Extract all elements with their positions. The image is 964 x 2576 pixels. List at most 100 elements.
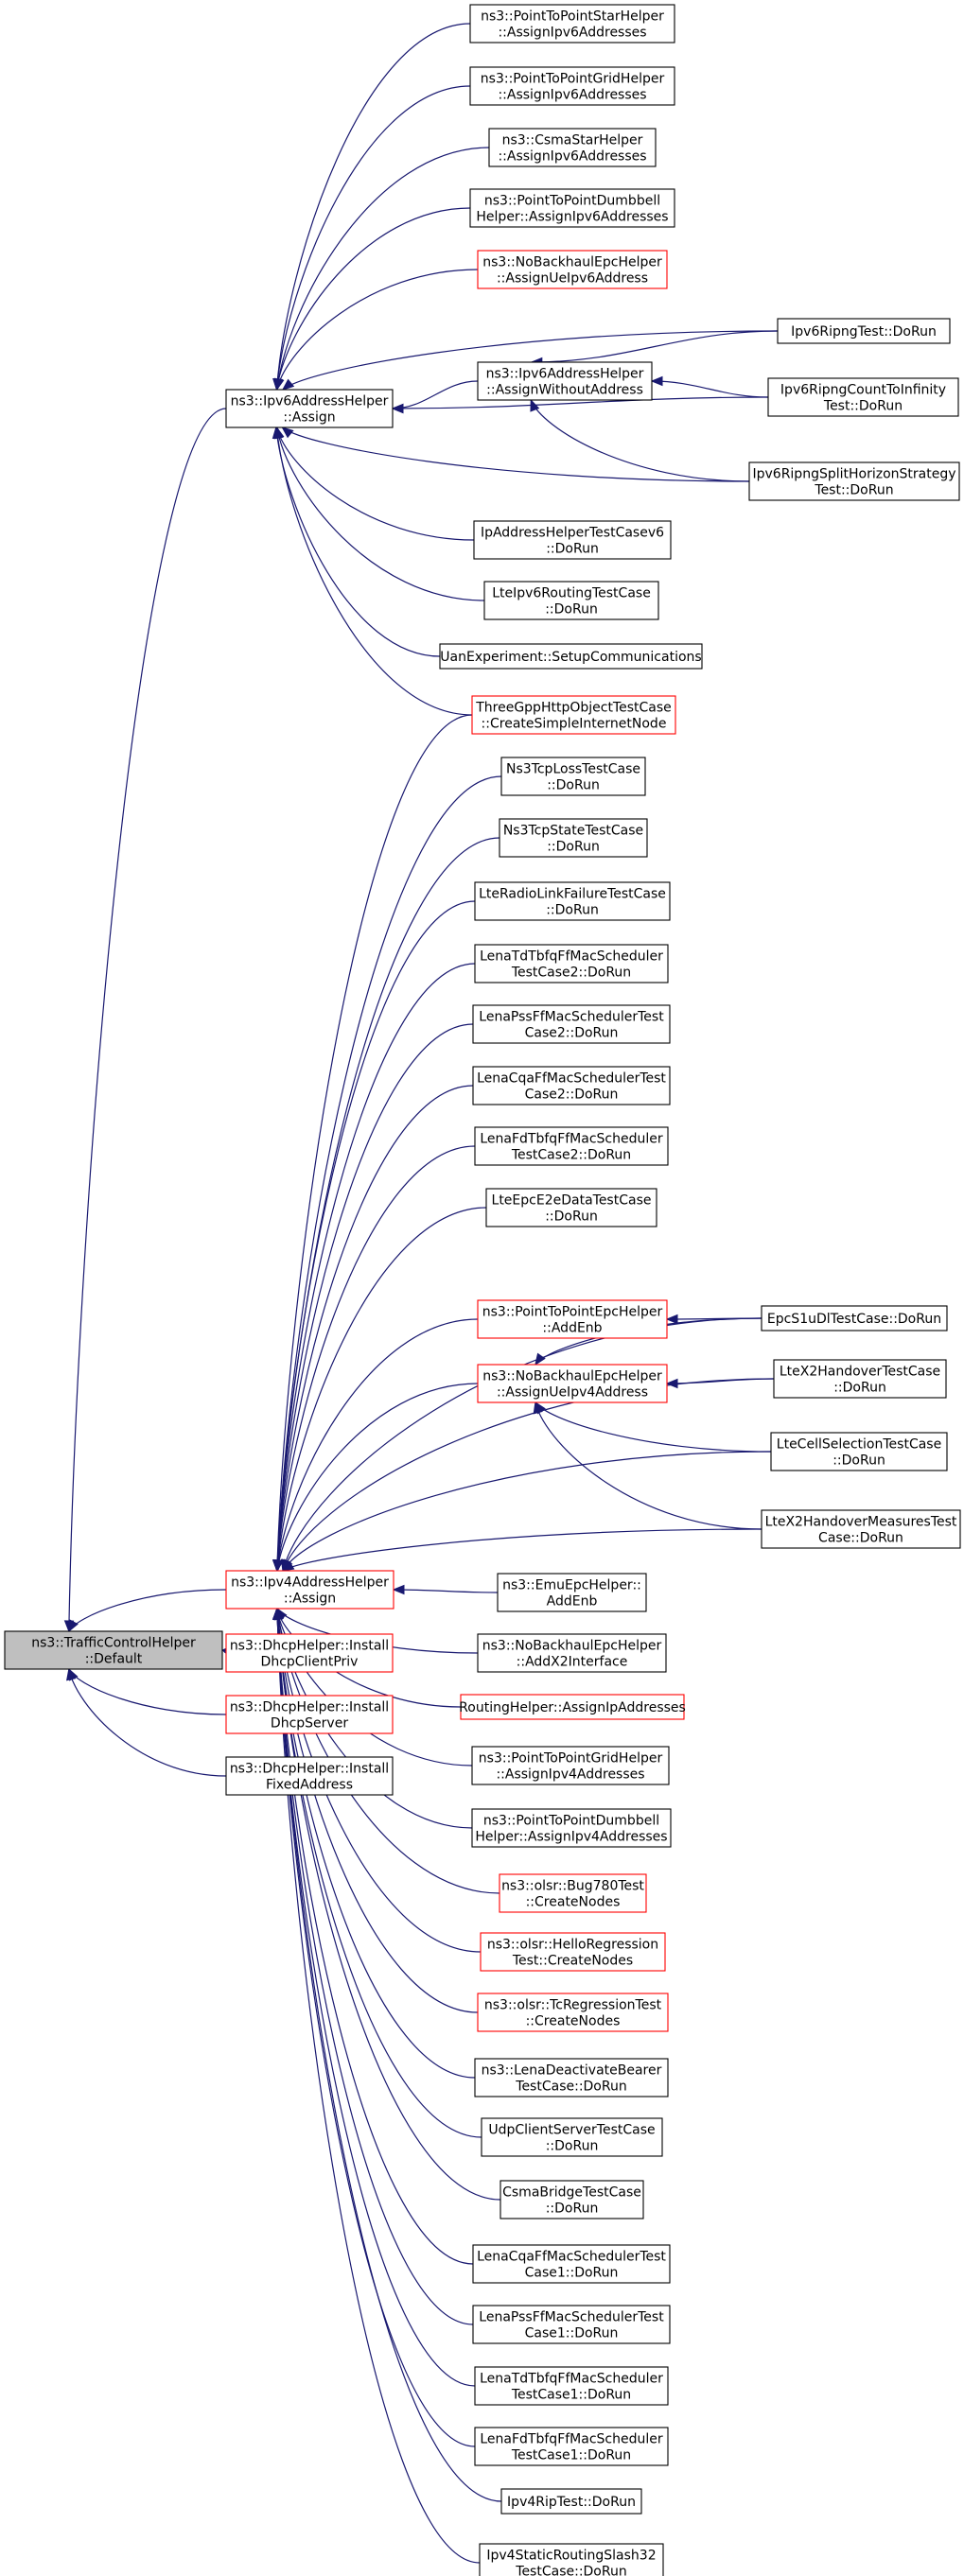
edge-threeGpp-to-ipv6 [272,426,473,716]
node-label: ns3::DhcpHelper::Install [230,1700,389,1715]
node-p2pEpcAddEnb[interactable]: ns3::PointToPointEpcHelper::AddEnb [477,1299,668,1339]
node-p2pGrid4[interactable]: ns3::PointToPointGridHelper::AssignIpv4A… [471,1746,670,1785]
edge-p2pGrid4-to-ipv4 [273,1607,473,1767]
edge-noBackhaul6-to-ipv6 [274,269,479,392]
node-olsrHello[interactable]: ns3::olsr::HelloRegressionTest::CreateNo… [480,1932,666,1972]
node-label: Test::CreateNodes [512,1954,633,1969]
node-threeGpp[interactable]: ThreeGppHttpObjectTestCase::CreateSimple… [471,695,676,735]
node-label: AddEnb [547,1594,598,1610]
node-ipv6WithoutAddr[interactable]: ns3::Ipv6AddressHelper::AssignWithoutAdd… [477,361,653,401]
node-ipv4Rip[interactable]: Ipv4RipTest::DoRun [500,2488,642,2515]
node-label: ns3::Ipv6AddressHelper [231,394,389,409]
node-label: ns3::LenaDeactivateBearer [482,2063,662,2079]
node-label: ::AssignUeIpv4Address [497,1385,648,1401]
node-uanSetup[interactable]: UanExperiment::SetupCommunications [439,643,703,670]
node-p2pStar6[interactable]: ns3::PointToPointStarHelper::AssignIpv6A… [469,4,675,44]
node-label: ns3::NoBackhaulEpcHelper [482,1639,662,1654]
node-p2pDumb4[interactable]: ns3::PointToPointDumbbellHelper::AssignI… [471,1808,672,1848]
node-label: LenaPssFfMacSchedulerTest [479,1010,664,1025]
node-olsrBug780[interactable]: ns3::olsr::Bug780Test::CreateNodes [499,1873,647,1913]
node-csmaStar6[interactable]: ns3::CsmaStarHelper::AssignIpv6Addresses [488,128,657,167]
edge-uanSetup-to-ipv6 [272,426,441,657]
node-emuEpc[interactable]: ns3::EmuEpcHelper::AddEnb [497,1573,647,1612]
node-lteX2Handover[interactable]: LteX2HandoverTestCase::DoRun [773,1359,947,1399]
node-label: ::Default [85,1652,143,1667]
edge-dhcpServer-to-root [68,1667,227,1715]
node-label: ::DoRun [546,2139,599,2154]
node-label: ns3::NoBackhaulEpcHelper [482,1369,662,1384]
node-noBackhaulX2[interactable]: ns3::NoBackhaulEpcHelper::AddX2Interface [477,1633,667,1673]
node-ns3TcpLoss[interactable]: Ns3TcpLossTestCase::DoRun [500,757,646,796]
node-label: LenaTdTbfqFfMacScheduler [480,949,663,965]
edge-epcS1u-to-ipv4 [280,1317,762,1573]
node-lteEpcE2e[interactable]: LteEpcE2eDataTestCase::DoRun [485,1188,657,1227]
edge-lenaDeactivate-to-ipv4 [272,1607,476,2079]
node-label: RoutingHelper::AssignIpAddresses [459,1700,686,1715]
node-label: ::AddEnb [542,1321,602,1336]
node-ripngTest[interactable]: Ipv6RipngTest::DoRun [777,318,951,344]
node-label: ns3::PointToPointGridHelper [479,1751,663,1767]
node-label: Ipv6RipngSplitHorizonStrategy [752,467,955,482]
node-epcS1u[interactable]: EpcS1uDlTestCase::DoRun [761,1305,948,1332]
node-label: ::AssignWithoutAddress [486,383,643,398]
node-root[interactable]: ns3::TrafficControlHelper::Default [4,1630,223,1670]
node-noBackhaul6[interactable]: ns3::NoBackhaulEpcHelper::AssignUeIpv6Ad… [477,250,668,289]
node-lteIpv6Routing[interactable]: LteIpv6RoutingTestCase::DoRun [483,581,659,620]
edge-lteX2Handover-to-ipv4 [282,1378,775,1573]
node-label: Ipv4RipTest::DoRun [507,2495,636,2510]
node-label: LteRadioLinkFailureTestCase [479,887,666,902]
node-label: ns3::DhcpHelper::Install [230,1639,389,1654]
node-p2pGrid6[interactable]: ns3::PointToPointGridHelper::AssignIpv6A… [469,66,675,106]
node-csmaBridge[interactable]: CsmaBridgeTestCase::DoRun [500,2180,644,2219]
node-label: Ipv4StaticRoutingSlash32 [486,2549,656,2564]
node-p2pDumb6[interactable]: ns3::PointToPointDumbbellHelper::AssignI… [469,188,675,228]
node-noBackhaul4[interactable]: ns3::NoBackhaulEpcHelper::AssignUeIpv4Ad… [477,1364,668,1403]
edge-ripngCount-to-ipv6WithoutAddr [650,375,769,398]
edge-lteX2HandoverMeas-to-ipv4 [281,1528,762,1572]
node-olsrTc[interactable]: ns3::olsr::TcRegressionTest::CreateNodes [477,1993,669,2032]
node-label: ::CreateNodes [526,1895,621,1910]
edge-ipv4StaticSlash32-to-ipv4 [272,1607,481,2564]
node-label: Helper::AssignIpv6Addresses [476,210,668,225]
edge-lenaPss2-to-ipv4 [272,1023,474,1573]
node-label: ns3::PointToPointEpcHelper [482,1305,663,1320]
node-udpClientServer[interactable]: UdpClientServerTestCase::DoRun [481,2117,663,2157]
node-ns3TcpState[interactable]: Ns3TcpStateTestCase::DoRun [499,818,648,858]
node-label: LteX2HandoverMeasuresTest [765,1515,957,1530]
edge-ripngTest-to-ipv6WithoutAddr [530,330,779,368]
node-label: ::AssignIpv6Addresses [498,149,646,165]
node-ipv6[interactable]: ns3::Ipv6AddressHelper::Assign [225,389,394,428]
node-label: ns3::PointToPointGridHelper [481,72,665,87]
node-label: ::AssignIpv4Addresses [496,1767,644,1783]
node-ipv4[interactable]: ns3::Ipv4AddressHelper::Assign [225,1570,394,1610]
node-lteCellSel[interactable]: LteCellSelectionTestCase::DoRun [770,1432,948,1471]
node-label: ::CreateNodes [526,2014,621,2029]
node-label: ns3::TrafficControlHelper [31,1636,196,1651]
node-lteRlf[interactable]: LteRadioLinkFailureTestCase::DoRun [474,881,671,921]
node-routingHelper[interactable]: RoutingHelper::AssignIpAddresses [459,1694,686,1720]
edge-ipAddrTest6-to-ipv6 [274,426,475,541]
node-label: ns3::PointToPointStarHelper [481,9,664,25]
node-label: ::AssignIpv6Addresses [498,26,646,41]
node-ipAddrTest6[interactable]: IpAddressHelperTestCasev6::DoRun [473,520,672,560]
node-label: Case1::DoRun [525,2326,619,2341]
node-label: ns3::Ipv6AddressHelper [486,367,644,382]
edge-lteCellSel-to-noBackhaul4 [535,1401,772,1453]
edge-lteX2Handover-to-noBackhaul4 [665,1378,775,1389]
